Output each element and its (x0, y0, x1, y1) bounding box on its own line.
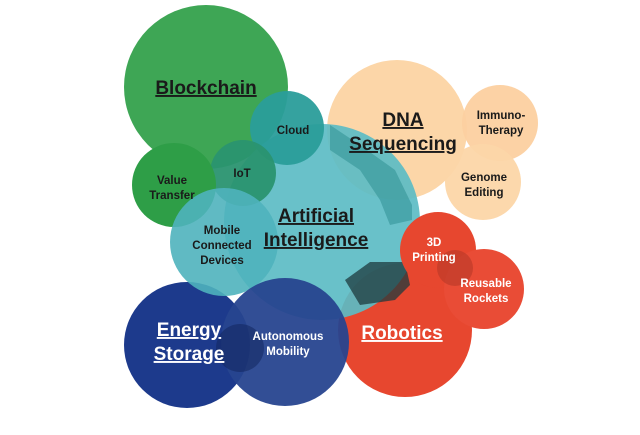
label-mobile-line1: Mobile (204, 225, 240, 237)
circle-energy-storage (124, 282, 250, 408)
label-rockets-line1: Reusable (460, 278, 511, 290)
label-value-line1: Value (157, 175, 187, 187)
circle-genome-editing (445, 144, 521, 220)
overlap-ai-robotics (345, 262, 410, 305)
circle-autonomous-mobility (221, 278, 349, 406)
label-energy-line2: Storage (154, 344, 225, 365)
label-auto-line1: Autonomous (253, 331, 324, 343)
label-auto-line2: Mobility (266, 346, 310, 358)
label-rockets-line2: Rockets (464, 293, 509, 305)
circle-mobile-connected (170, 188, 278, 296)
label-printing-line2: Printing (412, 252, 455, 264)
label-robotics: Robotics (361, 323, 442, 344)
overlap-ai-dna (330, 125, 412, 225)
overlap-3d-rockets (437, 250, 473, 286)
circle-cloud (250, 91, 324, 165)
label-mobile-line3: Devices (200, 255, 243, 267)
label-dna-line2: Sequencing (349, 134, 457, 155)
overlap-auto-energy (216, 324, 264, 372)
label-energy-line1: Energy (157, 320, 222, 341)
label-printing-line1: 3D (427, 237, 442, 249)
label-ai-line2: Intelligence (264, 230, 369, 251)
label-iot: IoT (233, 168, 250, 180)
label-cloud: Cloud (277, 125, 310, 137)
label-blockchain: Blockchain (155, 78, 256, 99)
label-immuno-line1: Immuno- (477, 110, 526, 122)
label-mobile-line2: Connected (192, 240, 251, 252)
label-ai-line1: Artificial (278, 206, 354, 227)
label-dna-line1: DNA (382, 110, 423, 131)
label-genome-line1: Genome (461, 172, 507, 184)
label-genome-line2: Editing (465, 187, 504, 199)
circle-blockchain (124, 5, 288, 169)
circle-immuno-therapy (462, 85, 538, 161)
label-value-line2: Transfer (149, 190, 195, 202)
label-immuno-line2: Therapy (479, 125, 524, 137)
